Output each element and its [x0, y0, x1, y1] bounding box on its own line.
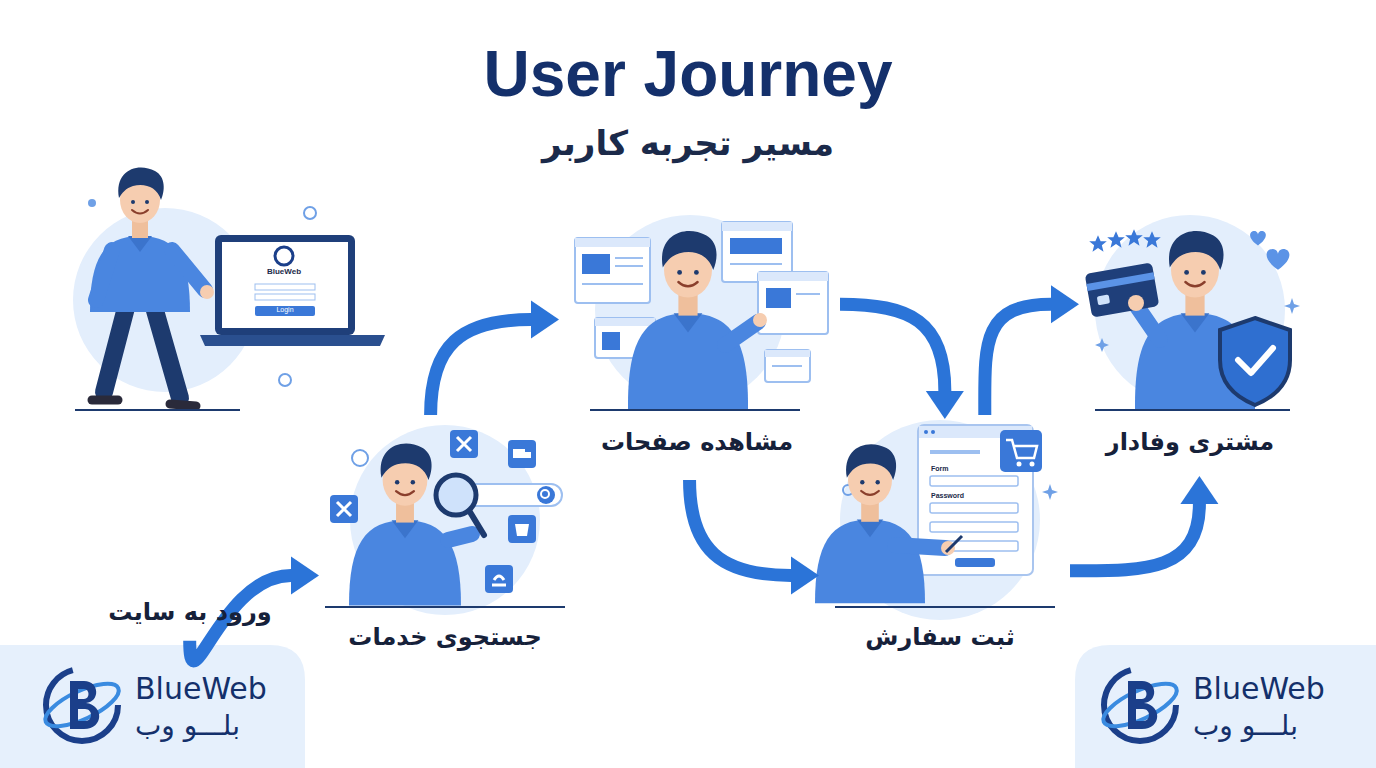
logo-panel — [1075, 645, 1376, 768]
journey-step: جستجوی خدمات — [325, 425, 565, 660]
screen-brand: BlueWeb — [267, 267, 301, 276]
arrowhead — [531, 301, 559, 339]
flow-arrow — [985, 285, 1079, 415]
step-label: ورود به سایت — [108, 598, 271, 627]
pages-illustration — [575, 215, 828, 410]
logo-wordmark: BlueWeb — [135, 672, 267, 707]
form-field-label: Password — [931, 492, 964, 500]
flow-arrow — [690, 480, 819, 594]
step-label: مشاهده صفحات — [601, 428, 793, 457]
journey-step: ورود به سایت — [75, 170, 385, 631]
search-illustration — [325, 425, 565, 615]
logo-wordmark: BlueWeb — [1193, 672, 1325, 707]
logo-wordmark-persian: بلـــو وب — [135, 710, 240, 742]
step-label: ثبت سفارش — [865, 623, 1014, 652]
loyal-customer-illustration — [1085, 215, 1300, 410]
logo-panel — [0, 645, 305, 768]
arrowhead — [926, 391, 964, 419]
arrowhead — [291, 556, 319, 594]
flow-arrow-line — [1070, 504, 1199, 571]
journey-step: مشتری وفادار — [1085, 215, 1305, 470]
journey-step: ثبت سفارش — [825, 425, 1060, 660]
step-label: جستجوی خدمات — [348, 623, 541, 652]
flow-arrow — [840, 304, 964, 419]
step-label: مشتری وفادار — [1106, 428, 1274, 457]
flow-arrow-line — [840, 304, 945, 391]
flow-arrow-line — [690, 480, 791, 575]
flow-arrow — [1070, 476, 1218, 571]
form-field-label: Form — [931, 465, 949, 473]
enter-site-illustration — [73, 167, 385, 410]
logo-wordmark-persian: بلـــو وب — [1193, 710, 1298, 742]
flow-arrow — [431, 301, 559, 415]
arrowhead — [1180, 476, 1218, 504]
arrowhead — [1051, 285, 1079, 323]
order-illustration — [815, 420, 1058, 620]
journey-step: مشاهده صفحات — [565, 215, 830, 470]
login-button-text: Login — [276, 306, 293, 314]
arrowhead — [791, 556, 819, 594]
flow-arrow-line — [431, 320, 531, 415]
title: User Journey — [483, 38, 892, 112]
subtitle: مسیر تجربه کاربر — [542, 124, 834, 163]
flow-arrow-line — [985, 304, 1051, 415]
